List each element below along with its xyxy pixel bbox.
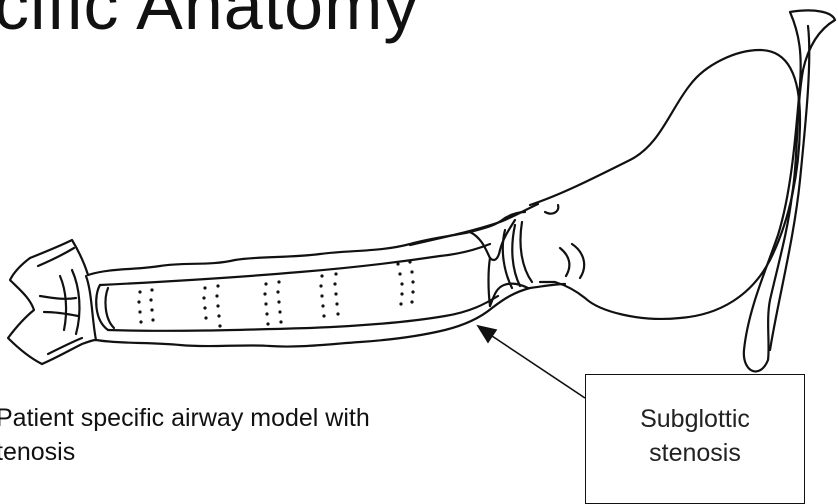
callout-line-2: stenosis	[586, 436, 804, 470]
ring-column-5	[396, 260, 414, 305]
ring-column-3	[263, 280, 282, 325]
caption-line-1: Patient specific airway model with	[0, 401, 556, 435]
trachea-left-end-2	[106, 288, 114, 328]
bronchus-upper	[30, 240, 88, 275]
vocal-cord-2	[512, 225, 520, 286]
ring-column-4	[319, 272, 339, 317]
fold-right-2	[572, 244, 584, 278]
fold-left	[545, 205, 558, 214]
carina-line	[86, 276, 96, 340]
figure-caption: Patient specific airway model with tenos…	[0, 401, 556, 469]
ring-column-2	[202, 284, 221, 327]
vocal-cord-1	[503, 230, 512, 288]
trachea-inner-lower	[108, 296, 498, 331]
callout-arrow	[478, 326, 585, 398]
stenosis-wall	[489, 258, 491, 306]
bronchus-ridge-1	[40, 296, 76, 299]
bronchus-upper-inner	[38, 248, 74, 266]
supraglottic-outline	[530, 50, 800, 319]
callout-label: Subglottic stenosis	[586, 402, 804, 470]
bronchus-ridge-4	[72, 270, 79, 334]
trachea-upper-edge	[88, 212, 525, 275]
caption-line-2: tenosis	[0, 435, 556, 469]
stenosis-lower	[490, 284, 528, 306]
bronchus-ridge-2	[44, 312, 78, 316]
vocal-cord-3	[520, 222, 532, 282]
callout-line-1: Subglottic	[586, 402, 804, 436]
ring-column-1	[137, 288, 154, 323]
fold-right-1	[560, 248, 569, 276]
cartilage-rings	[137, 260, 414, 327]
trachea-inner-upper	[100, 244, 490, 285]
bronchus-ridge-3	[60, 276, 66, 330]
callout-box: Subglottic stenosis	[585, 374, 805, 504]
bronchus-left-edge	[8, 258, 42, 364]
